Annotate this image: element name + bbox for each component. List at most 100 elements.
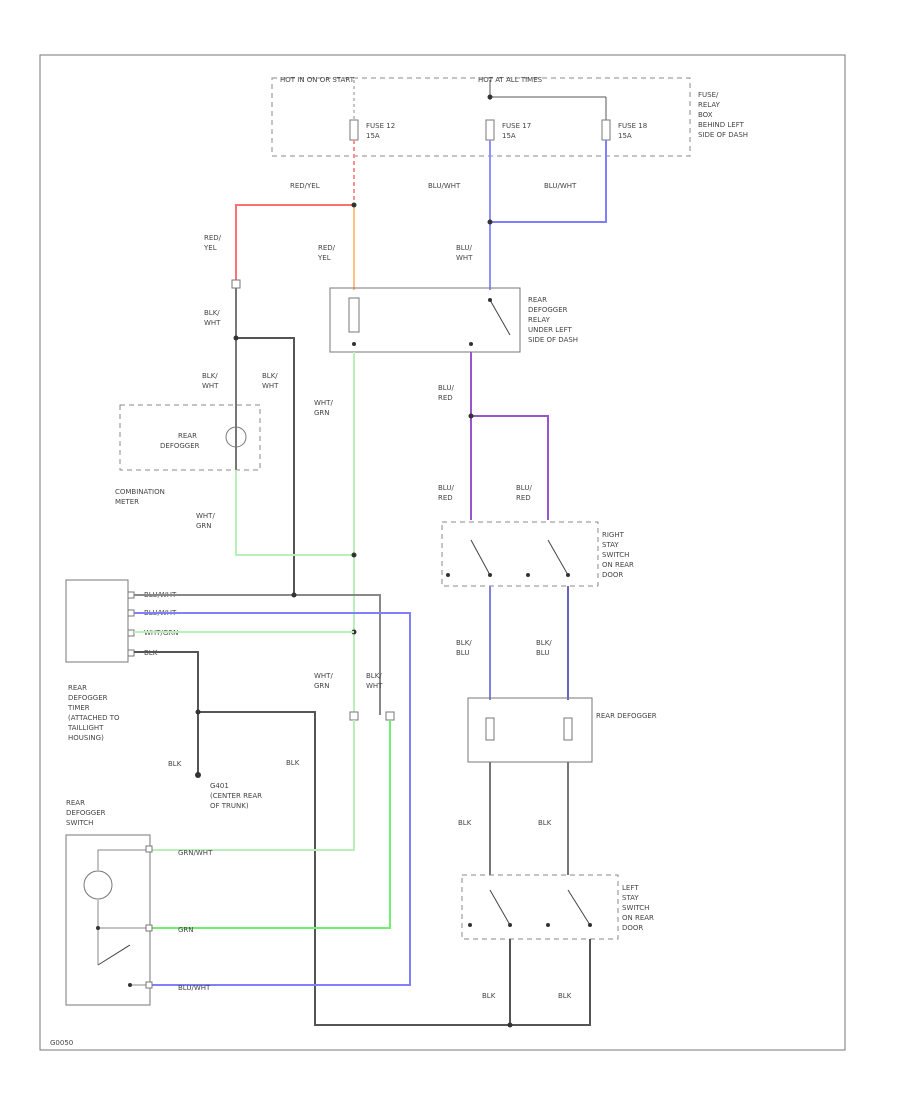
svg-text:BEHIND LEFT: BEHIND LEFT xyxy=(698,121,745,129)
wire-red-yel-left xyxy=(235,204,354,280)
right-stay-switch xyxy=(441,521,599,587)
timer-label: REAR DEFOGGER TIMER (ATTACHED TO TAILLIG… xyxy=(67,684,120,742)
timer-pins: BLU/WHT BLU/WHT WHT/GRN BLK xyxy=(127,591,178,657)
label-blk-1: BLK xyxy=(458,819,472,827)
label-blk-blu-2b: BLU xyxy=(536,649,549,657)
label-blu-wht-b: WHT xyxy=(456,254,473,262)
svg-text:DEFOGGER: DEFOGGER xyxy=(528,306,568,314)
right-switch-label: RIGHT STAY SWITCH ON REAR DOOR xyxy=(602,531,634,579)
svg-text:FUSE 12: FUSE 12 xyxy=(366,122,395,130)
label-blu-wht-a: BLU/ xyxy=(456,244,472,252)
rear-defogger-timer xyxy=(65,579,129,663)
defogger-label: REAR DEFOGGER xyxy=(596,712,657,720)
label-blk-blu-1a: BLK/ xyxy=(456,639,472,647)
indicator-lamp-icon xyxy=(225,426,247,448)
label-blk-2: BLK xyxy=(538,819,552,827)
label-blu-wht-3: BLU/WHT xyxy=(178,984,211,992)
label-blu-wht-2: BLU/WHT xyxy=(544,182,577,190)
fuse-relay-box xyxy=(271,77,691,157)
svg-text:OF TRUNK): OF TRUNK) xyxy=(210,802,249,810)
svg-text:FUSE 17: FUSE 17 xyxy=(502,122,531,130)
defogger-element-1 xyxy=(485,717,495,741)
wire-grn-switch xyxy=(150,720,391,929)
node-blu-wht xyxy=(487,219,493,225)
corner-code: G0050 xyxy=(50,1039,73,1047)
fuse-bus-node xyxy=(487,94,493,100)
svg-text:SWITCH: SWITCH xyxy=(622,904,649,912)
label-red-yel-c: RED/ xyxy=(318,244,336,252)
wire-timer-blu-wht-2 xyxy=(134,612,411,986)
svg-text:REAR: REAR xyxy=(68,684,87,692)
label-blk-wht-3b: WHT xyxy=(262,382,279,390)
svg-text:RIGHT: RIGHT xyxy=(602,531,625,539)
svg-text:15A: 15A xyxy=(502,132,516,140)
ground-label: G401 (CENTER REAR OF TRUNK) xyxy=(210,782,262,810)
wire-blk-wht-timer xyxy=(236,337,295,595)
label-blk-blu-2a: BLK/ xyxy=(536,639,552,647)
fuse-12: FUSE 12 15A xyxy=(349,119,395,141)
label-red-yel-a: RED/ xyxy=(204,234,222,242)
svg-text:G401: G401 xyxy=(210,782,229,790)
label-blk-5: BLK xyxy=(286,759,300,767)
combination-meter xyxy=(119,404,261,471)
fuse-17: FUSE 17 15A xyxy=(485,119,531,141)
label-blk-wht-4b: WHT xyxy=(366,682,383,690)
meter-name-a: COMBINATION xyxy=(115,488,165,496)
switch-indicator-icon xyxy=(83,870,113,900)
hot-all-times-label: HOT AT ALL TIMES xyxy=(478,76,543,84)
label-red-yel-d: YEL xyxy=(317,254,331,262)
svg-text:(ATTACHED TO: (ATTACHED TO xyxy=(68,714,120,722)
svg-text:STAY: STAY xyxy=(622,894,639,902)
svg-text:RELAY: RELAY xyxy=(528,316,551,324)
svg-text:(CENTER REAR: (CENTER REAR xyxy=(210,792,262,800)
label-blk-wht-3a: BLK/ xyxy=(262,372,278,380)
connector-c1 xyxy=(231,279,241,289)
svg-text:15A: 15A xyxy=(366,132,380,140)
label-blu-red-3a: BLU/ xyxy=(516,484,532,492)
fuse-18: FUSE 18 15A xyxy=(601,119,647,141)
svg-text:REAR: REAR xyxy=(66,799,85,807)
wire-grn-wht-switch xyxy=(150,720,355,851)
meter-label-b: DEFOGGER xyxy=(160,442,200,450)
rear-defogger xyxy=(467,697,593,763)
label-grn-wht: GRN/WHT xyxy=(178,849,213,857)
label-blu-wht-1: BLU/WHT xyxy=(428,182,461,190)
wire-blu-red-branch xyxy=(471,415,549,520)
rear-defogger-relay xyxy=(329,287,521,353)
left-switch-label: LEFT STAY SWITCH ON REAR DOOR xyxy=(622,884,654,932)
label-blk-3: BLK xyxy=(482,992,496,1000)
svg-text:TIMER: TIMER xyxy=(67,704,90,712)
svg-text:DOOR: DOOR xyxy=(602,571,623,579)
svg-text:REAR: REAR xyxy=(528,296,547,304)
relay-coil xyxy=(348,297,360,333)
label-blk-wht-1a: BLK/ xyxy=(204,309,220,317)
label-wht-grn-3b: GRN xyxy=(314,682,330,690)
label-blk-wht-4a: BLK/ xyxy=(366,672,382,680)
label-wht-grn-2a: WHT/ xyxy=(314,399,333,407)
wire-blk-ground-return xyxy=(198,711,591,1026)
label-blu-red-1a: BLU/ xyxy=(438,384,454,392)
switch-contact xyxy=(97,944,131,966)
svg-text:SIDE OF DASH: SIDE OF DASH xyxy=(528,336,578,344)
svg-text:ON REAR: ON REAR xyxy=(622,914,654,922)
svg-text:DOOR: DOOR xyxy=(622,924,643,932)
label-wht-grn-1b: GRN xyxy=(196,522,212,530)
svg-text:STAY: STAY xyxy=(602,541,619,549)
hot-on-start-label: HOT IN ON OR START xyxy=(280,76,355,84)
relay-contact xyxy=(489,299,511,336)
label-grn: GRN xyxy=(178,926,194,934)
meter-name-b: METER xyxy=(115,498,139,506)
ground-g401-icon xyxy=(195,772,201,778)
rear-defogger-switch xyxy=(65,834,151,1006)
svg-text:UNDER LEFT: UNDER LEFT xyxy=(528,326,572,334)
label-blk-wht-2b: WHT xyxy=(202,382,219,390)
label-blu-red-3b: RED xyxy=(516,494,531,502)
wire-timer-blu-wht-1 xyxy=(134,594,381,715)
switch-label: REAR DEFOGGER SWITCH xyxy=(66,799,106,827)
label-blk-wht-1b: WHT xyxy=(204,319,221,327)
svg-text:HOUSING): HOUSING) xyxy=(68,734,104,742)
wire-wht-grn-meter xyxy=(235,470,354,556)
svg-text:TAILLIGHT: TAILLIGHT xyxy=(67,724,104,732)
svg-text:SWITCH: SWITCH xyxy=(66,819,93,827)
